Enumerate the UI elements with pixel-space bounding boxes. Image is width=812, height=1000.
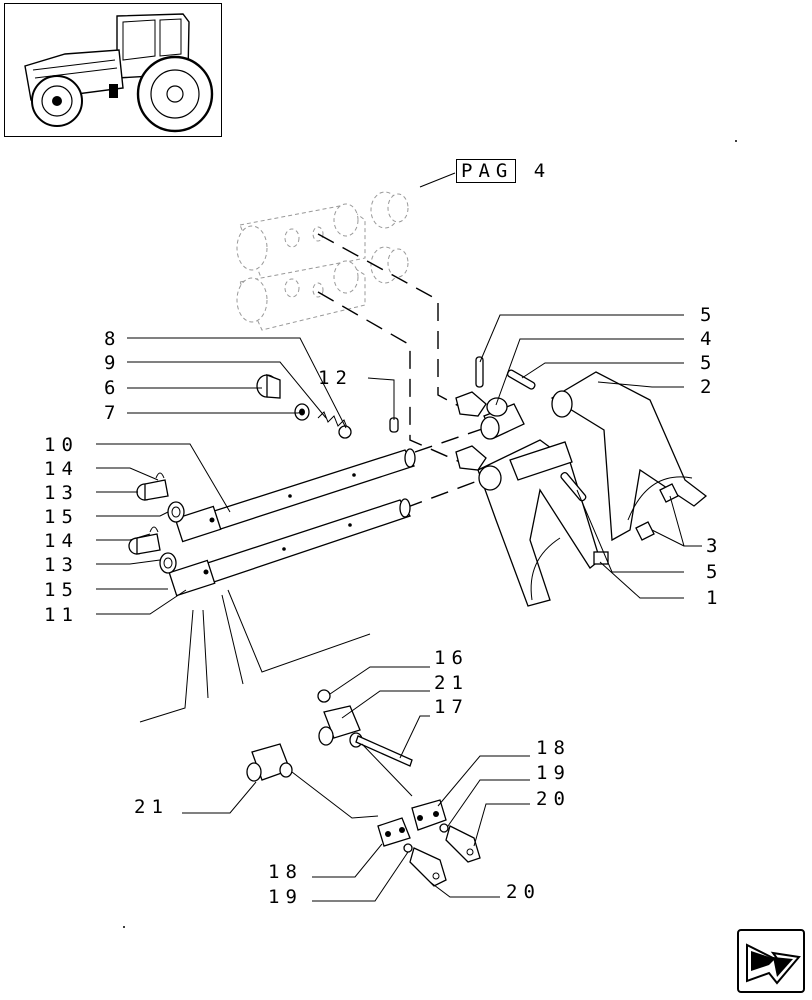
callout-18-b: 18 bbox=[268, 861, 303, 883]
callout-11: 11 bbox=[44, 604, 79, 626]
callout-21-b: 21 bbox=[134, 796, 169, 818]
shift-fork-2 bbox=[550, 371, 708, 542]
clevis-20-lower bbox=[409, 847, 447, 887]
callout-21-a: 21 bbox=[434, 672, 469, 694]
callout-2: 2 bbox=[700, 376, 717, 398]
tractor-thumbnail-icon bbox=[24, 13, 214, 133]
clip-14-upper bbox=[155, 472, 165, 479]
yoke-upper bbox=[455, 391, 487, 417]
callout-15-a: 15 bbox=[44, 506, 79, 528]
detent-plug-6 bbox=[256, 374, 281, 399]
bracket-21-lower bbox=[246, 743, 293, 782]
callout-1: 1 bbox=[706, 587, 723, 609]
clip-14-lower bbox=[149, 526, 159, 533]
callout-labels: 8 9 6 7 12 10 14 13 15 14 13 15 11 5 4 5… bbox=[44, 304, 723, 908]
break-line-a bbox=[139, 609, 194, 723]
callout-5-c: 5 bbox=[706, 561, 723, 583]
page-reference-link[interactable]: PAG 4 bbox=[456, 159, 552, 183]
callout-5-b: 5 bbox=[700, 352, 717, 374]
assembly-line-upper bbox=[317, 233, 471, 413]
gearbox-housing-ghost bbox=[236, 191, 409, 331]
page-ref-leader bbox=[419, 172, 456, 188]
washer-19-upper bbox=[439, 823, 449, 833]
callout-19-a: 19 bbox=[536, 762, 571, 784]
leader-lines bbox=[96, 314, 702, 902]
nut-16 bbox=[317, 689, 331, 703]
break-line-d bbox=[227, 589, 371, 673]
callout-9: 9 bbox=[104, 352, 121, 374]
plate-18-lower bbox=[377, 817, 411, 847]
break-line-b bbox=[202, 609, 209, 699]
callout-20-a: 20 bbox=[536, 788, 571, 810]
callout-10: 10 bbox=[44, 434, 79, 456]
callout-13-a: 13 bbox=[44, 482, 79, 504]
page-reference-number: 4 bbox=[533, 160, 552, 182]
plate-18-upper bbox=[411, 799, 447, 831]
roll-pin-5-c bbox=[560, 471, 587, 502]
link-line bbox=[291, 771, 379, 819]
pin-13-lower bbox=[128, 533, 161, 555]
shift-fork-1 bbox=[477, 439, 601, 607]
roll-pin-5-a bbox=[475, 356, 484, 388]
callout-12: 12 bbox=[318, 367, 353, 389]
callout-4: 4 bbox=[700, 328, 717, 350]
shaft-axis-upper bbox=[414, 427, 486, 453]
next-page-button[interactable] bbox=[737, 929, 805, 993]
callout-16: 16 bbox=[434, 647, 469, 669]
selector-shaft-11 bbox=[168, 498, 411, 597]
clevis-20-upper bbox=[445, 825, 481, 863]
collar-4 bbox=[480, 397, 525, 440]
callout-14-b: 14 bbox=[44, 530, 79, 552]
yoke-lower bbox=[455, 445, 487, 471]
stray-dot bbox=[123, 926, 125, 928]
tractor-thumbnail bbox=[4, 3, 222, 137]
spring-9 bbox=[317, 411, 349, 431]
pad-3-upper bbox=[659, 483, 679, 503]
callout-3: 3 bbox=[706, 535, 723, 557]
pad-3-lower bbox=[635, 521, 655, 541]
callout-6: 6 bbox=[104, 377, 121, 399]
ball-8 bbox=[338, 425, 352, 439]
callout-14-a: 14 bbox=[44, 458, 79, 480]
stray-dot bbox=[735, 140, 737, 142]
callout-7: 7 bbox=[104, 402, 121, 424]
callout-18-a: 18 bbox=[536, 737, 571, 759]
callout-8: 8 bbox=[104, 328, 121, 350]
callout-15-b: 15 bbox=[44, 579, 79, 601]
assembly-line-lower bbox=[317, 291, 461, 463]
pin-13-upper bbox=[136, 479, 169, 501]
next-page-arrow-icon bbox=[746, 943, 801, 985]
shaft-axis-lower bbox=[404, 479, 481, 509]
pin-12 bbox=[389, 417, 399, 433]
bracket-21-upper bbox=[318, 705, 363, 748]
callout-13-b: 13 bbox=[44, 554, 79, 576]
washer-19-lower bbox=[403, 843, 413, 853]
callout-20-b: 20 bbox=[506, 881, 541, 903]
link-line-2 bbox=[361, 743, 413, 797]
page-reference-label: PAG bbox=[456, 159, 517, 183]
break-line-c bbox=[221, 594, 244, 685]
rod-17 bbox=[355, 735, 413, 767]
callout-5-a: 5 bbox=[700, 304, 717, 326]
callout-19-b: 19 bbox=[268, 886, 303, 908]
selector-shaft-10 bbox=[174, 448, 416, 543]
callout-17: 17 bbox=[434, 696, 469, 718]
